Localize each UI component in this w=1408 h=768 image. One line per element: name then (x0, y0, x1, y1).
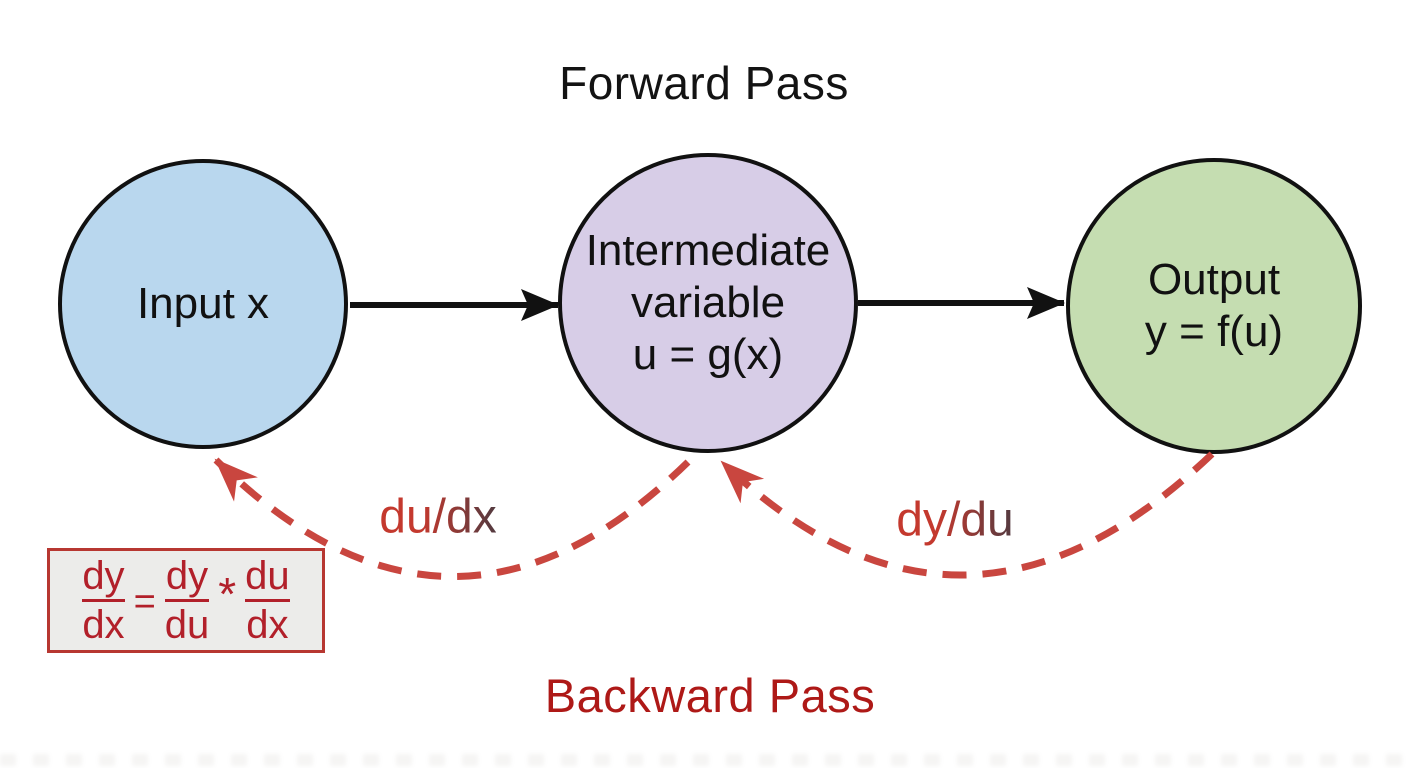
edge-label-dy-du: dy/du (896, 493, 1014, 547)
chain-rule-formula-box: dy dx = dy du * du dx (47, 548, 325, 653)
node-label-line: Intermediate (585, 226, 831, 276)
fraction-numerator: du (245, 554, 290, 598)
multiply-sign: * (218, 567, 237, 620)
equals-sign: = (133, 580, 156, 623)
forward-pass-title: Forward Pass (559, 57, 849, 109)
fraction-denominator: dx (246, 603, 289, 647)
node-label-line: variable (630, 278, 786, 328)
fraction-bar (82, 599, 125, 602)
node-label-line: Input x (136, 279, 270, 329)
fraction-numerator: dy (165, 554, 209, 598)
fraction-numerator: dy (82, 554, 125, 598)
backward-pass-title: Backward Pass (544, 669, 876, 722)
backward-arrow-output-to-intermediate (719, 451, 1215, 579)
fraction-bar (245, 599, 290, 602)
fraction-dy-dx: dy dx (82, 554, 125, 647)
node-label-intermediate: Intermediate variable u = g(x) (558, 153, 858, 453)
backward-arrow-intermediate-to-input (213, 457, 691, 580)
fraction-du-dx: du dx (245, 556, 290, 645)
fraction-denominator: dx (82, 603, 125, 647)
fraction-denominator: du (164, 603, 210, 647)
edge-label-du-dx: du/dx (379, 490, 497, 544)
node-circle-intermediate (558, 153, 858, 453)
fraction-bar (164, 599, 210, 602)
node-label-line: u = g(x) (632, 329, 784, 379)
node-label-input: Input x (63, 164, 343, 444)
node-circle-input (58, 159, 348, 449)
scan-artifact-strip (0, 754, 1408, 766)
node-circle-output (1066, 158, 1362, 454)
node-label-line: Output (1147, 255, 1281, 305)
node-label-line: y = f(u) (1144, 307, 1284, 356)
fraction-dy-du: dy du (164, 554, 210, 647)
node-label-output: Output y = f(u) (1064, 156, 1364, 456)
